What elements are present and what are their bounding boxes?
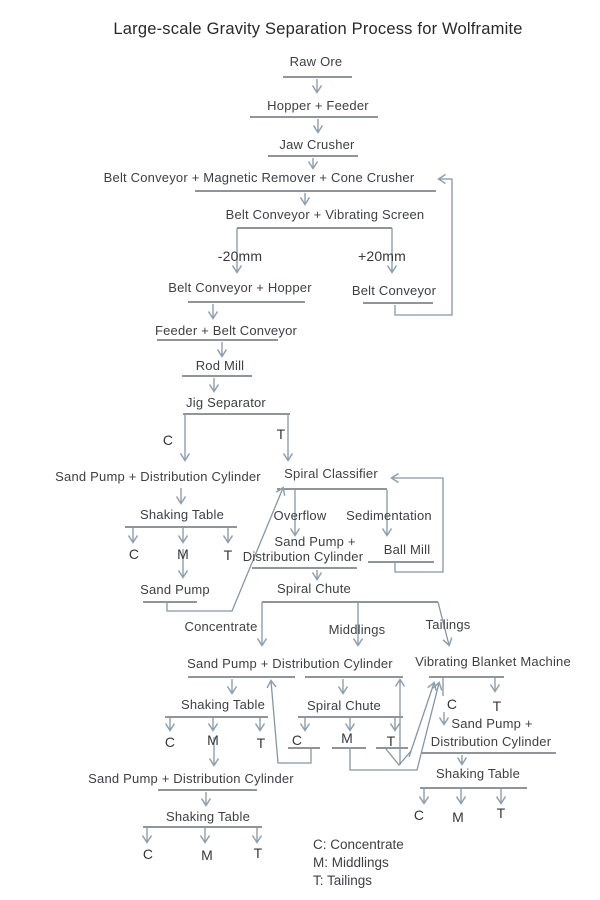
- return-tailings-to-blanket-machine: [408, 681, 437, 758]
- node-raw-ore: Raw Ore: [289, 54, 343, 69]
- branch-minus-20mm: -20mm: [217, 248, 263, 264]
- tailings-split: [385, 748, 412, 767]
- return-middlings-to-blanket-machine: [349, 681, 443, 771]
- legend-tailings: T: Tailings: [313, 872, 373, 888]
- legend-concentrate: C: Concentrate: [313, 837, 404, 852]
- node-sand-pump-distribution-cylinder-5-line1: Sand Pump +: [451, 716, 533, 731]
- branch-concentrate: Concentrate: [184, 619, 258, 634]
- feedback-sand-pump-to-classifier: [166, 486, 286, 612]
- node-belt-conveyor: Belt Conveyor: [351, 283, 437, 298]
- node-belt-vibrating-screen: Belt Conveyor + Vibrating Screen: [225, 207, 425, 222]
- shaking4-output-m: M: [201, 847, 213, 863]
- chute2-output-m: M: [341, 730, 353, 746]
- jig-output-c: C: [162, 432, 174, 448]
- node-spiral-chute-2: Spiral Chute: [307, 698, 381, 713]
- blanket-output-c: C: [446, 696, 458, 712]
- branch-middlings: Middlings: [328, 622, 386, 637]
- legend-middlings: M: Middlings: [313, 854, 389, 870]
- shaking1-output-c: C: [128, 546, 140, 562]
- blanket-output-t: T: [492, 698, 502, 714]
- return-concentrate-to-pump: [266, 679, 312, 764]
- branch-tailings: Tailings: [425, 617, 471, 632]
- node-sand-pump-distribution-cylinder-2-line2: Distribution Cylinder: [242, 549, 364, 564]
- shaking5-output-t: T: [496, 805, 506, 821]
- shaking3-output-c: C: [164, 734, 176, 750]
- node-spiral-classifier: Spiral Classifier: [284, 466, 378, 481]
- shaking4-output-t: T: [253, 845, 263, 861]
- node-underlines: [125, 76, 556, 828]
- node-sand-pump-distribution-cylinder-3: Sand Pump + Distribution Cylinder: [187, 656, 393, 671]
- node-spiral-chute-1: Spiral Chute: [277, 581, 351, 596]
- shaking3-output-m: M: [207, 732, 219, 748]
- node-belt-conveyor-hopper: Belt Conveyor + Hopper: [168, 280, 312, 295]
- feedback-oversize-to-cone-crusher: [394, 173, 453, 316]
- chute2-output-c: C: [291, 732, 303, 748]
- node-sand-pump-distribution-cylinder-4: Sand Pump + Distribution Cylinder: [88, 771, 294, 786]
- legend: C: Concentrate M: Middlings T: Tailings: [313, 836, 404, 889]
- node-sand-pump-distribution-cylinder-1: Sand Pump + Distribution Cylinder: [55, 469, 261, 484]
- shaking1-output-t: T: [223, 547, 233, 563]
- node-jig-separator: Jig Separator: [186, 395, 266, 410]
- node-feeder-belt-conveyor: Feeder + Belt Conveyor: [154, 323, 298, 338]
- node-shaking-table-5: Shaking Table: [435, 766, 521, 781]
- node-sand-pump-distribution-cylinder-2-line1: Sand Pump +: [274, 534, 356, 549]
- flow-arrows: [127, 79, 507, 844]
- node-shaking-table-4: Shaking Table: [165, 809, 251, 824]
- node-sand-pump: Sand Pump: [140, 582, 210, 597]
- node-shaking-table-1: Shaking Table: [139, 507, 225, 522]
- jig-output-t: T: [276, 426, 286, 442]
- feedback-ball-mill-to-classifier: [390, 472, 444, 573]
- node-belt-magnetic-cone-crusher: Belt Conveyor + Magnetic Remover + Cone …: [103, 170, 415, 185]
- diagram-title: Large-scale Gravity Separation Process f…: [113, 20, 523, 38]
- shaking5-output-m: M: [452, 809, 464, 825]
- node-rod-mill: Rod Mill: [195, 358, 245, 373]
- shaking4-output-c: C: [142, 846, 154, 862]
- node-jaw-crusher: Jaw Crusher: [279, 137, 355, 152]
- node-sand-pump-distribution-cylinder-5-line2: Distribution Cylinder: [430, 734, 552, 749]
- shaking3-output-t: T: [256, 735, 266, 751]
- branch-sedimentation: Sedimentation: [346, 508, 432, 523]
- node-ball-mill: Ball Mill: [383, 542, 431, 557]
- node-hopper-feeder: Hopper + Feeder: [267, 98, 369, 113]
- chute2-output-t: T: [386, 733, 396, 749]
- branch-plus-20mm: +20mm: [357, 248, 407, 264]
- shaking5-output-c: C: [413, 807, 425, 823]
- node-vibrating-blanket-machine: Vibrating Blanket Machine: [415, 654, 571, 669]
- node-shaking-table-3: Shaking Table: [180, 697, 266, 712]
- shaking1-output-m: M: [177, 546, 189, 562]
- branch-overflow: Overflow: [273, 508, 327, 523]
